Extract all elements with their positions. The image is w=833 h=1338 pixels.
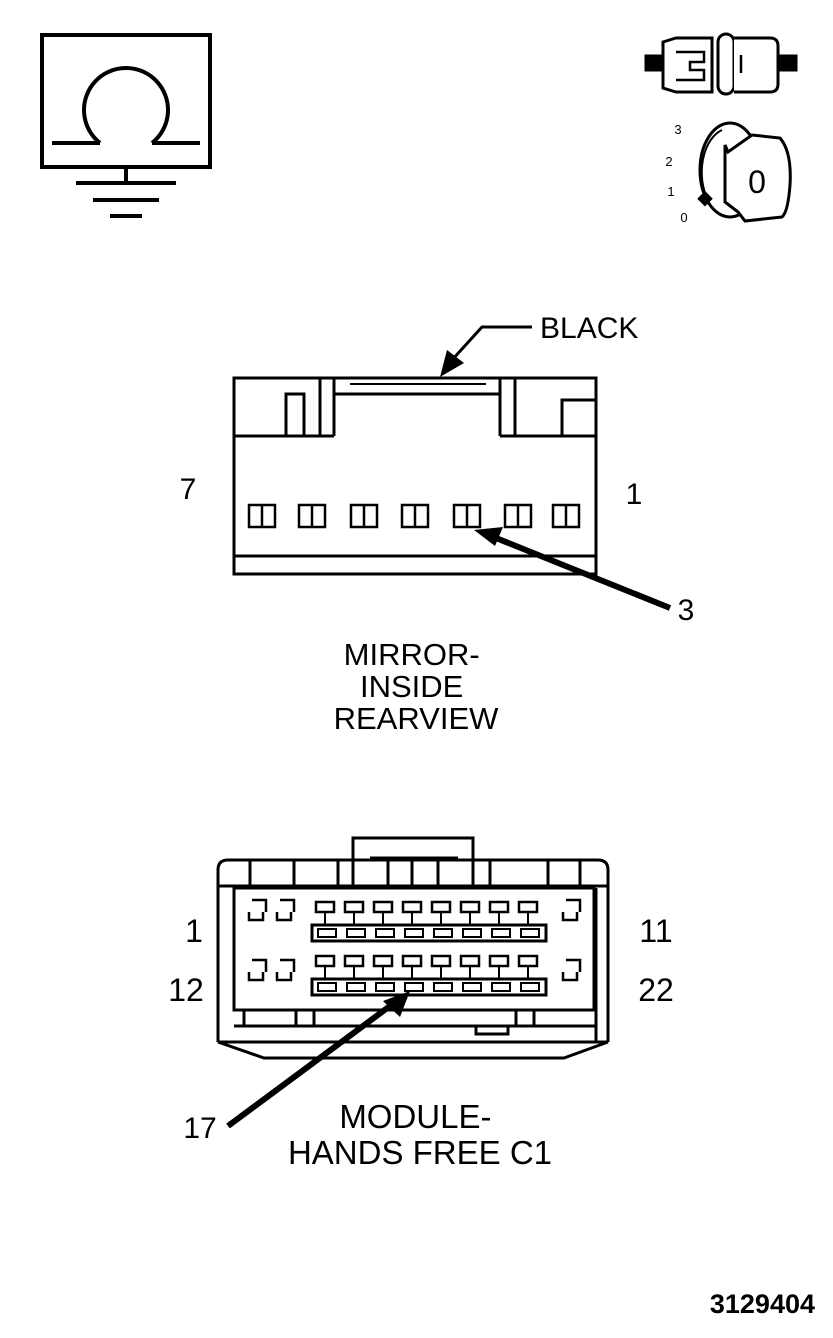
ignition-key-label: 0 (748, 164, 766, 200)
connector-color-label: BLACK (540, 312, 638, 345)
module-title-line-1: MODULE- (339, 1098, 491, 1135)
module-pin-label-22: 22 (638, 972, 674, 1008)
mirror-pin-3-callout: 3 (474, 527, 694, 627)
mirror-title-line-3: REARVIEW (334, 701, 500, 736)
mirror-pin-label-left: 7 (180, 473, 197, 506)
mirror-title-line-1: MIRROR- (344, 637, 480, 672)
mirror-pin-callout-label: 3 (678, 594, 695, 627)
module-connector-title: MODULE- HANDS FREE C1 (288, 1098, 552, 1171)
figure-id: 3129404 (710, 1289, 815, 1319)
module-pin-label-12: 12 (168, 972, 204, 1008)
module-pin-grid (247, 898, 582, 997)
ignition-key-off-icon: 0 3 2 1 0 (665, 121, 792, 225)
module-pin-label-11: 11 (639, 913, 672, 949)
mirror-pin-label-right: 1 (626, 478, 643, 511)
ignition-position-0: 0 (680, 210, 687, 225)
ignition-position-2: 2 (665, 154, 672, 169)
mirror-connector-title: MIRROR- INSIDE REARVIEW (334, 637, 500, 736)
ignition-position-1: 1 (667, 184, 674, 199)
mirror-pin-row (247, 503, 581, 529)
ohmmeter-symbol-icon (40, 33, 212, 218)
module-pin-17-callout: 17 (183, 991, 410, 1145)
module-pin-label-1: 1 (185, 913, 203, 949)
mirror-connector-body (232, 376, 598, 576)
module-connector-body (216, 836, 610, 1060)
black-color-callout: BLACK (440, 312, 638, 377)
module-pin-callout-label: 17 (183, 1112, 216, 1145)
module-title-line-2: HANDS FREE C1 (288, 1134, 552, 1171)
ignition-position-3: 3 (674, 122, 681, 137)
mirror-connector: BLACK 7 1 3 MIRROR- INSIDE REARVIEW (180, 312, 695, 736)
mirror-title-line-2: INSIDE (360, 669, 463, 704)
module-connector: 1 11 12 22 17 MODULE- HANDS FREE C1 (168, 836, 674, 1171)
connector-disconnect-icon (644, 32, 798, 96)
